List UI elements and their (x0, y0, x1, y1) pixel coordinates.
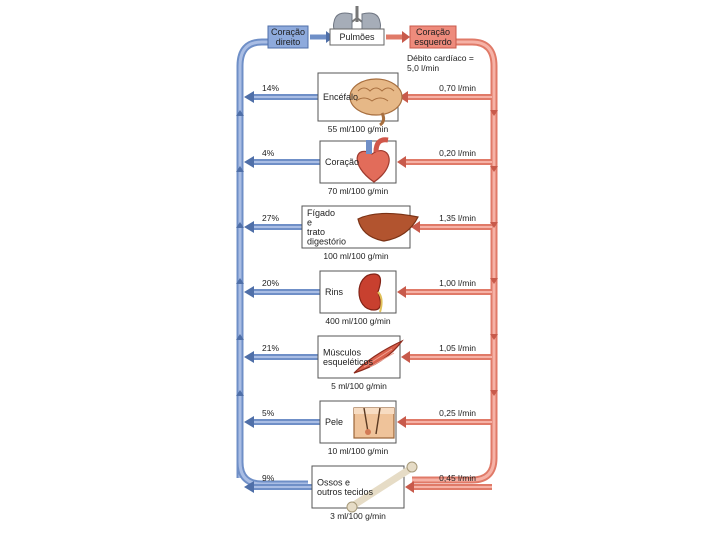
cardiac-output-line-1: Débito cardíaco = (407, 53, 474, 63)
right-heart-label-1: Coração (271, 27, 305, 37)
left-heart-label-1: Coração (416, 27, 450, 37)
brain-icon (349, 78, 403, 127)
percent-label: 21% (262, 343, 279, 353)
flow-label: 0,70 l/min (439, 83, 476, 93)
arrowhead-to-left-heart (402, 31, 410, 43)
organ-row: Pele 5% 0,25 l/min 10 ml/100 g/min (244, 400, 492, 456)
cardiac-output-line-2: 5,0 l/min (407, 63, 439, 73)
perfusion-label: 10 ml/100 g/min (328, 446, 389, 456)
percent-label: 14% (262, 83, 279, 93)
venous-arrowhead (244, 91, 254, 103)
flow-label: 0,20 l/min (439, 148, 476, 158)
organ-row: Coração 4% 0,20 l/min 70 ml/100 g/min (244, 137, 492, 196)
arterial-arrowhead (411, 221, 420, 233)
arterial-vessel-core (412, 40, 496, 482)
perfusion-label: 400 ml/100 g/min (325, 316, 390, 326)
flow-label: 1,05 l/min (439, 343, 476, 353)
venous-flow-arrowhead (236, 390, 244, 396)
venous-flow-arrowhead (236, 110, 244, 116)
venous-flow-arrowhead (236, 166, 244, 172)
perfusion-label: 100 ml/100 g/min (323, 251, 388, 261)
organ-name: e (307, 217, 312, 227)
venous-arrowhead (244, 481, 254, 493)
liver-icon (357, 212, 419, 242)
arterial-arrowhead (399, 91, 408, 103)
organ-name: outros tecidos (317, 487, 374, 497)
percent-label: 5% (262, 408, 275, 418)
percent-label: 27% (262, 213, 279, 223)
arterial-flow-arrowhead (490, 390, 498, 396)
heart-icon (356, 137, 390, 183)
organ-name: Ossos e (317, 477, 350, 487)
flow-label: 1,00 l/min (439, 278, 476, 288)
venous-flow-arrowhead (236, 334, 244, 340)
left-heart-box (409, 25, 457, 49)
organ-name: Encéfalo (323, 92, 358, 102)
flow-label: 0,25 l/min (439, 408, 476, 418)
venous-bottom-curve-core (238, 461, 308, 486)
venous-arrowhead (244, 156, 254, 168)
organ-name: Coração (325, 157, 359, 167)
percent-label: 9% (262, 473, 275, 483)
lungs-label: Pulmões (339, 32, 375, 42)
muscle-icon (353, 340, 403, 374)
organ-name: digestório (307, 236, 346, 246)
organ-name: Pele (325, 417, 343, 427)
organ-name: trato (307, 227, 325, 237)
right-heart-box (267, 25, 309, 49)
venous-arrowhead (244, 351, 254, 363)
organ-name: esqueléticos (323, 357, 374, 367)
arterial-arrowhead (397, 286, 406, 298)
venous-arrowhead (244, 286, 254, 298)
flow-label: 1,35 l/min (439, 213, 476, 223)
right-heart-label-2: direito (276, 37, 301, 47)
perfusion-label: 3 ml/100 g/min (330, 511, 386, 521)
perfusion-label: 70 ml/100 g/min (328, 186, 389, 196)
arterial-flow-arrowhead (490, 222, 498, 228)
vessel-flow-arrows (236, 110, 498, 396)
organ-name: Músculos (323, 347, 362, 357)
flow-label: 0,45 l/min (439, 473, 476, 483)
arterial-arrowhead (397, 156, 406, 168)
perfusion-label: 55 ml/100 g/min (328, 124, 389, 134)
arterial-flow-arrowhead (490, 166, 498, 172)
arterial-arrowhead (401, 351, 410, 363)
arterial-flow-arrowhead (490, 278, 498, 284)
arterial-flow-arrowhead (490, 110, 498, 116)
venous-return-vessel-core (238, 40, 270, 478)
lungs-box (329, 28, 385, 46)
organ-name: Rins (325, 287, 344, 297)
organ-row: Rins 20% 1,00 l/min 400 ml/100 g/min (244, 270, 492, 326)
percent-label: 4% (262, 148, 275, 158)
perfusion-label: 5 ml/100 g/min (331, 381, 387, 391)
skin-icon (353, 407, 395, 439)
bone-icon (346, 461, 418, 513)
organ-box (319, 270, 397, 314)
arterial-flow-arrowhead (490, 334, 498, 340)
venous-flow-arrowhead (236, 222, 244, 228)
arterial-arrowhead (397, 416, 406, 428)
percent-label: 20% (262, 278, 279, 288)
organ-rows: Encéfalo 14% 0,70 l/min 55 ml/100 g/minCora… (244, 72, 492, 521)
arterial-arrowhead (405, 481, 414, 493)
kidney-icon (358, 273, 383, 313)
venous-arrowhead (244, 221, 254, 233)
organ-name: Fígado (307, 208, 335, 218)
venous-arrowhead (244, 416, 254, 428)
organ-row: Encéfalo 14% 0,70 l/min 55 ml/100 g/min (244, 72, 492, 134)
left-heart-label-2: esquerdo (414, 37, 452, 47)
venous-flow-arrowhead (236, 278, 244, 284)
